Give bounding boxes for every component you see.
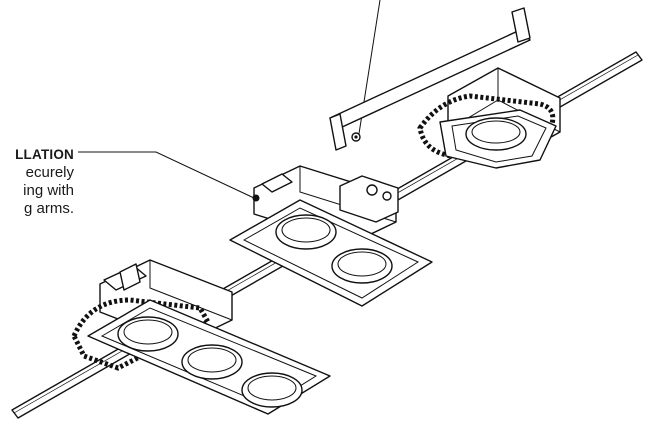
callout-line-3: g arms. — [23, 200, 74, 217]
double-square-trim-fixture — [229, 165, 433, 307]
top-leader-line — [357, 0, 381, 141]
callout-title: LLATION — [15, 147, 74, 162]
triple-square-trim-fixture — [71, 259, 331, 415]
installation-callout: LLATION ecurely ing with g arms. — [0, 146, 74, 218]
single-square-trim-fixture — [329, 7, 561, 169]
callout-line-2: ing with — [23, 182, 74, 199]
callout-line-1: ecurely — [25, 164, 74, 181]
callout-leader-line — [78, 151, 255, 199]
